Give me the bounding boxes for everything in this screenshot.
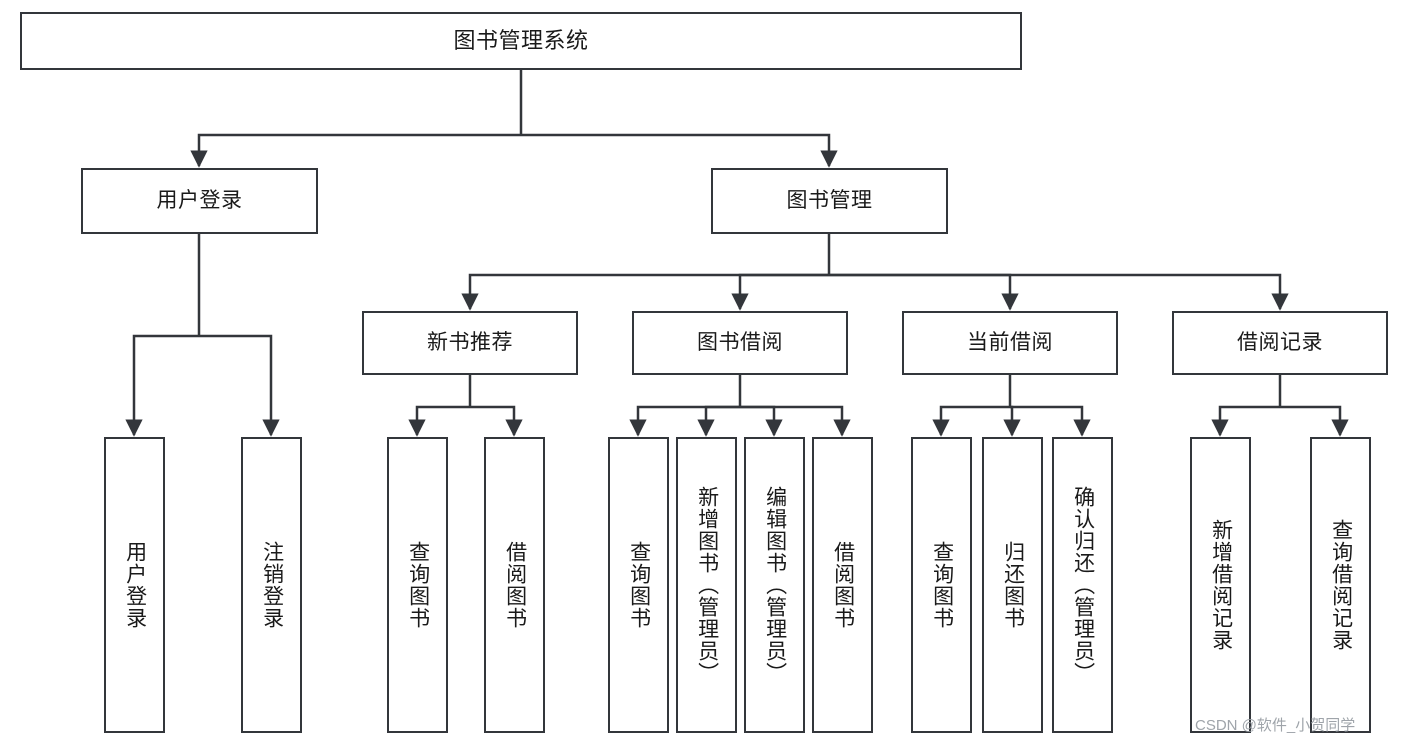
edge-connector	[932, 405, 1010, 437]
edge-connector	[629, 405, 740, 437]
leaf-node-label: 编辑图书（管理员）	[763, 486, 787, 684]
level3-node-label: 图书借阅	[697, 330, 783, 354]
edge-connector	[740, 405, 783, 437]
root-node-label: 图书管理系统	[453, 28, 589, 54]
leaf-node-label: 查询图书	[627, 541, 651, 629]
leaf-node[interactable]: 查询图书	[387, 437, 448, 733]
leaf-node-label: 查询图书	[406, 541, 430, 629]
level2-node[interactable]: 用户登录	[81, 168, 318, 234]
level3-node-label: 新书推荐	[427, 330, 513, 354]
edge-connector	[829, 273, 1289, 311]
leaf-node-label: 用户登录	[123, 541, 147, 629]
level3-node-label: 当前借阅	[967, 330, 1053, 354]
leaf-node-label: 借阅图书	[503, 541, 527, 629]
leaf-node[interactable]: 查询图书	[608, 437, 669, 733]
level2-node-label: 用户登录	[156, 188, 243, 212]
edge-connector	[731, 273, 829, 311]
level3-node[interactable]: 新书推荐	[362, 311, 578, 375]
leaf-node-label: 查询借阅记录	[1329, 519, 1353, 651]
edge-connector	[461, 273, 829, 311]
level2-node-label: 图书管理	[786, 188, 873, 212]
edge-connector	[1280, 405, 1349, 437]
level3-node-label: 借阅记录	[1237, 330, 1323, 354]
leaf-node-label: 新增借阅记录	[1209, 519, 1233, 651]
edge-connector	[470, 405, 523, 437]
edge-connector	[697, 405, 740, 437]
leaf-node-label: 确认归还（管理员）	[1071, 486, 1095, 684]
edge-connector	[408, 405, 470, 437]
edge-connector	[1211, 405, 1280, 437]
leaf-node[interactable]: 查询图书	[911, 437, 972, 733]
edge-connector	[125, 334, 199, 437]
edge-connector	[829, 273, 1019, 311]
watermark-label: CSDN @软件_小贺同学	[1195, 717, 1356, 734]
leaf-node[interactable]: 用户登录	[104, 437, 165, 733]
edge-connector	[1003, 405, 1021, 437]
level3-node[interactable]: 图书借阅	[632, 311, 848, 375]
level2-node[interactable]: 图书管理	[711, 168, 948, 234]
edge-connector	[1010, 405, 1091, 437]
edge-connector	[740, 405, 851, 437]
leaf-node[interactable]: 借阅图书	[484, 437, 545, 733]
edge-connector	[190, 133, 521, 168]
edge-group	[125, 70, 1349, 437]
leaf-node[interactable]: 查询借阅记录	[1310, 437, 1371, 733]
leaf-node-label: 新增图书（管理员）	[695, 486, 719, 684]
leaf-node-label: 借阅图书	[831, 541, 855, 629]
edge-connector	[521, 133, 838, 168]
leaf-node[interactable]: 借阅图书	[812, 437, 873, 733]
leaf-node[interactable]: 新增图书（管理员）	[676, 437, 737, 733]
root-node[interactable]: 图书管理系统	[20, 12, 1022, 70]
leaf-node-label: 查询图书	[930, 541, 954, 629]
leaf-node[interactable]: 确认归还（管理员）	[1052, 437, 1113, 733]
leaf-node[interactable]: 归还图书	[982, 437, 1043, 733]
leaf-node-label: 归还图书	[1001, 541, 1025, 629]
edge-connector	[199, 334, 280, 437]
leaf-node[interactable]: 编辑图书（管理员）	[744, 437, 805, 733]
level3-node[interactable]: 借阅记录	[1172, 311, 1388, 375]
leaf-node-label: 注销登录	[260, 541, 284, 629]
leaf-node[interactable]: 注销登录	[241, 437, 302, 733]
leaf-node[interactable]: 新增借阅记录	[1190, 437, 1251, 733]
level3-node[interactable]: 当前借阅	[902, 311, 1118, 375]
